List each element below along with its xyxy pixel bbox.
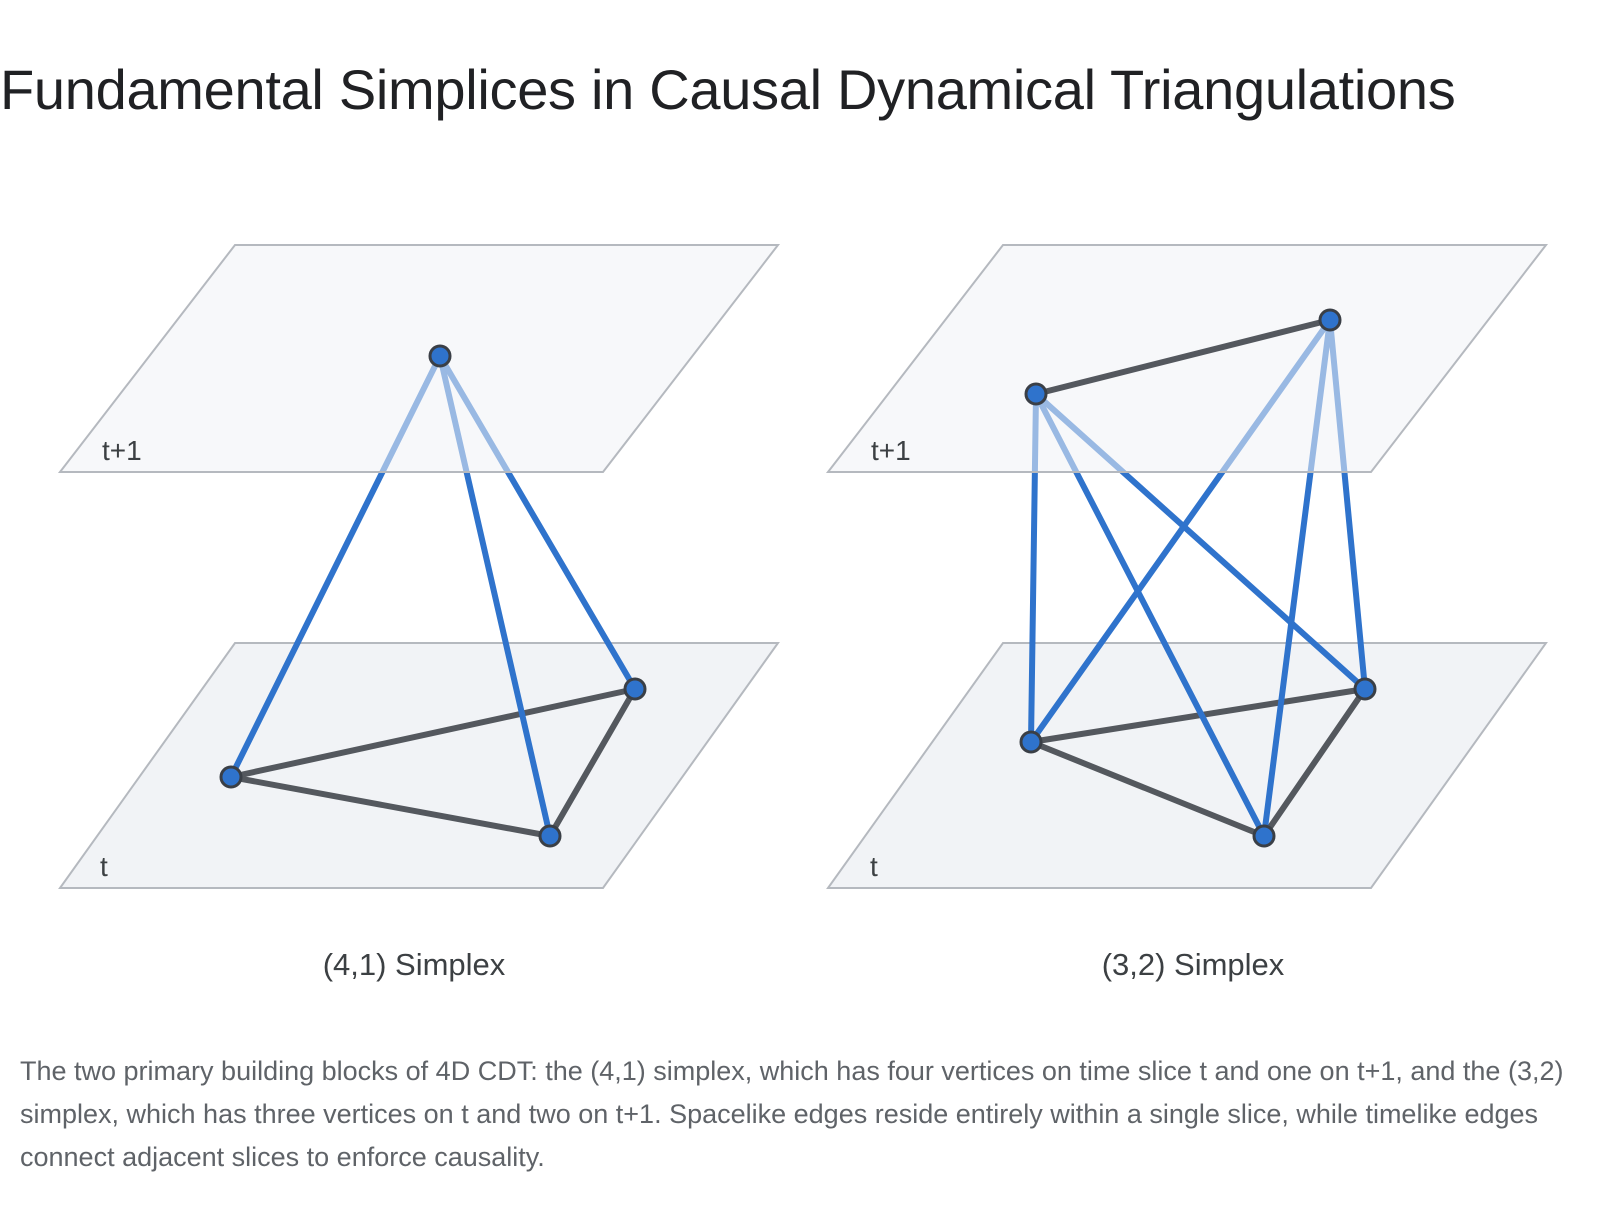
- spacelike-edge: [1028, 686, 1368, 745]
- vertex: [219, 765, 243, 789]
- page-title: Fundamental Simplices in Causal Dynamica…: [0, 58, 1456, 121]
- spacelike-edge: [1261, 686, 1368, 839]
- simplices-diagram: t t+1 (4,1) Simp: [57, 244, 1549, 982]
- slice-t-label: t: [100, 851, 108, 882]
- spacelike-edge: [547, 686, 638, 839]
- slice-t-plane: [826, 642, 1548, 889]
- spacelike-edge: [1033, 317, 1333, 397]
- slice-t-plus-1-plane: [57, 244, 781, 473]
- spacelike-edge: [1028, 739, 1267, 839]
- vertex: [1353, 677, 1377, 701]
- vertex: [428, 344, 452, 368]
- spacelike-edge: [228, 774, 553, 839]
- slice-t-plus-1-label: t+1: [871, 435, 911, 466]
- slice-t-plus-1-label: t+1: [102, 435, 142, 466]
- panel-3-2-simplex: t t+1: [825, 244, 1549, 982]
- vertex: [538, 824, 562, 848]
- simplex-caption: (4,1) Simplex: [323, 947, 506, 982]
- vertices: [219, 344, 647, 848]
- vertex: [1019, 730, 1043, 754]
- slice-t-plane: [58, 642, 780, 889]
- spacelike-edges: [1028, 686, 1368, 839]
- vertex: [1318, 308, 1342, 332]
- spacelike-edges: [228, 686, 638, 839]
- spacelike-edge: [228, 686, 638, 780]
- slice-t-label: t: [870, 851, 878, 882]
- vertex: [623, 677, 647, 701]
- figure-description: The two primary building blocks of 4D CD…: [20, 1056, 1564, 1172]
- vertex: [1024, 382, 1048, 406]
- panel-4-1-simplex: t t+1 (4,1) Simp: [57, 244, 781, 982]
- vertices: [1019, 308, 1377, 848]
- simplex-caption: (3,2) Simplex: [1102, 947, 1285, 982]
- diagram-figure: t t+1 (4,1) Simp: [0, 158, 1600, 1018]
- vertex: [1252, 824, 1276, 848]
